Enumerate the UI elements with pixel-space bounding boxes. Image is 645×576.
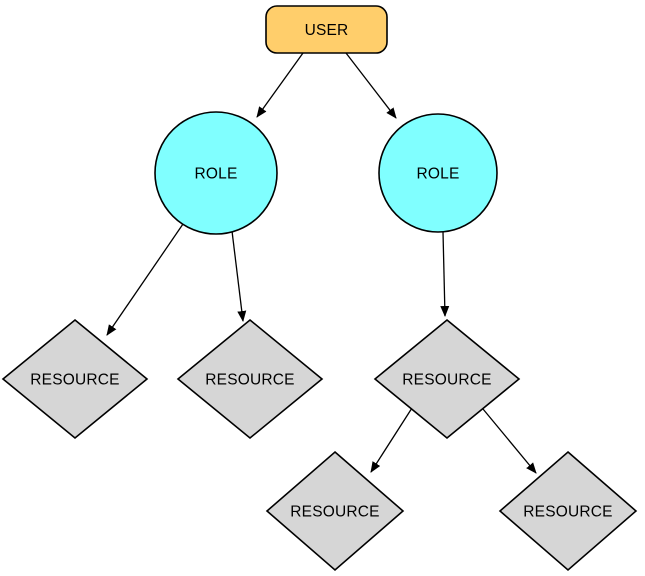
edge-resource-3-to-resource-5 [482,408,537,474]
resource-4-label: RESOURCE [290,504,379,521]
node-role-1: ROLE [154,111,278,235]
resource-5-label: RESOURCE [523,504,612,521]
resource-2-diamond-shape [176,318,324,440]
edge-layer [106,52,537,474]
resource-3-label: RESOURCE [402,372,491,389]
node-resource-1: RESOURCE [1,318,149,440]
resource-4-diamond-shape [265,450,405,572]
role-2-circle-shape [378,113,498,233]
edge-role-1-to-resource-1 [106,223,184,336]
edge-user-to-role-1 [256,52,304,118]
resource-1-label: RESOURCE [30,372,119,389]
role-2-label: ROLE [416,166,459,183]
user-box-shape [265,5,388,54]
edge-resource-3-to-resource-4 [370,407,413,473]
user-label: USER [305,22,349,39]
edge-role-1-to-resource-2 [231,230,247,322]
resource-5-diamond-shape [498,450,638,572]
role-1-label: ROLE [194,166,237,183]
resource-1-diamond-shape [1,318,149,440]
node-resource-3: RESOURCE [373,318,521,440]
node-role-2: ROLE [378,113,498,233]
edge-user-to-role-2 [345,52,397,119]
node-resource-5: RESOURCE [498,450,638,572]
resource-2-label: RESOURCE [205,372,294,389]
edge-role-2-to-resource-3 [440,231,450,317]
resource-3-diamond-shape [373,318,521,440]
node-resource-2: RESOURCE [176,318,324,440]
node-user: USER [265,5,388,54]
node-resource-4: RESOURCE [265,450,405,572]
role-1-circle-shape [154,111,278,235]
